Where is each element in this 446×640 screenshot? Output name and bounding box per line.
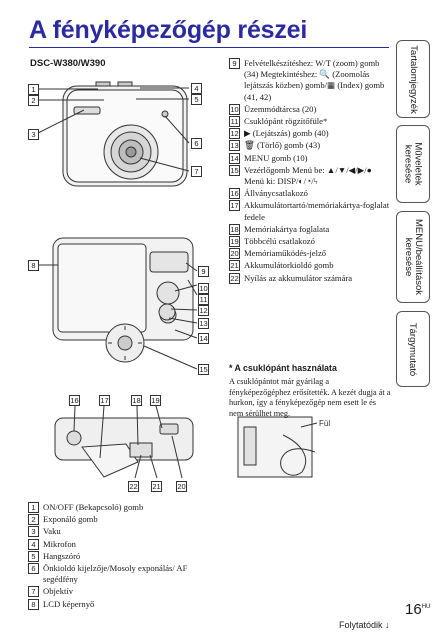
callout-1: 1: [28, 84, 39, 95]
strap-fuel-label: Fül: [319, 419, 330, 428]
callout-9: 9: [198, 266, 209, 277]
control-dial: [158, 303, 176, 321]
callout-22: 22: [128, 481, 139, 492]
camera-front-body: [62, 85, 188, 187]
list-item: 13🗑 (Törlő) gomb (43): [229, 140, 321, 152]
callout-7: 7: [191, 166, 202, 177]
callout-10: 10: [198, 283, 209, 294]
battery-slot: [129, 442, 153, 458]
callout-21: 21: [151, 481, 162, 492]
callout-5: 5: [191, 94, 202, 105]
callout-12: 12: [198, 305, 209, 316]
down-arrow-icon: ↓: [385, 620, 390, 630]
list-item: 12▶ (Lejátszás) gomb (40): [229, 128, 329, 140]
callout-15: 15: [198, 364, 209, 375]
strap-note: A csuklópántot már gyárilag a fényképező…: [229, 377, 391, 418]
callout-4: 4: [191, 83, 202, 94]
model-name: DSC-W380/W390: [30, 58, 106, 69]
tripod-socket: [66, 430, 82, 446]
control-button-zoom: [105, 323, 145, 363]
callout-17: 17: [99, 395, 110, 406]
continued-link[interactable]: Folytatódik ↓: [339, 620, 390, 630]
callout-14: 14: [198, 333, 209, 344]
callout-2: 2: [28, 95, 39, 106]
flash: [73, 106, 101, 115]
callout-13: 13: [198, 318, 209, 329]
lens-ring-outer: [103, 124, 159, 180]
strap-heading: * A csuklópánt használata: [229, 363, 337, 373]
lens: [118, 139, 144, 165]
mode-dial: [156, 281, 180, 305]
self-timer-lamp: [161, 110, 169, 118]
tab-contents[interactable]: Tartalomjegyzék: [396, 40, 430, 118]
camera-bottom-body: [54, 417, 194, 461]
callout-16: 16: [69, 395, 80, 406]
callout-8: 8: [28, 260, 39, 271]
page-number: 16HU: [405, 601, 431, 618]
lens-ring: [110, 131, 152, 173]
callout-18: 18: [131, 395, 142, 406]
callout-3: 3: [28, 129, 39, 140]
tab-index[interactable]: Tárgymutató: [396, 311, 430, 387]
page-title: A fényképezőgép részei: [29, 16, 308, 44]
callout-19: 19: [150, 395, 161, 406]
lcd-screen: [57, 243, 147, 333]
battery-cover: [81, 443, 139, 478]
callout-20: 20: [176, 481, 187, 492]
callout-11: 11: [198, 294, 209, 305]
title-rule: [29, 47, 389, 48]
callout-6: 6: [191, 138, 202, 149]
strap-camera: [237, 416, 313, 478]
camera-back-body: [52, 237, 194, 341]
strap-loop: [280, 434, 316, 476]
